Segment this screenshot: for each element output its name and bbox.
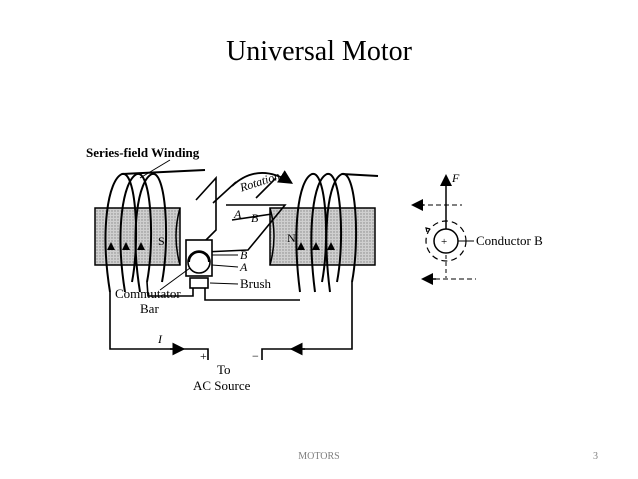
- conductor-plus-label: +: [441, 236, 447, 248]
- current-label: I: [157, 332, 163, 346]
- right-field-coils: [295, 172, 379, 293]
- brush-label: Brush: [240, 276, 272, 291]
- brush-a-label: A: [239, 260, 248, 274]
- force-label: F: [451, 171, 460, 185]
- slide-footer: MOTORS: [298, 451, 340, 462]
- rotation-arrow: [231, 170, 294, 187]
- brush-b-label: B: [240, 248, 248, 262]
- coil-a-label: A: [233, 207, 242, 221]
- coil-b-label: B: [251, 211, 259, 225]
- right-pole: [269, 207, 376, 266]
- minus-terminal-label: −: [252, 349, 259, 363]
- plus-terminal-label: +: [200, 349, 207, 363]
- pole-s-label: S: [158, 234, 165, 248]
- series-field-winding-label: Series-field Winding: [86, 145, 200, 160]
- commutator: [185, 239, 213, 289]
- ac-source-label: AC Source: [193, 378, 251, 393]
- slide-title: Universal Motor: [226, 36, 412, 67]
- external-circuit: [109, 281, 353, 360]
- commutator-label: Commutator: [115, 286, 181, 301]
- to-label: To: [217, 362, 231, 377]
- left-field-coils: [104, 169, 206, 293]
- bar-label: Bar: [140, 301, 159, 316]
- pole-n-label: N: [287, 231, 296, 245]
- conductor-force-diagram: [411, 174, 476, 285]
- page-number: 3: [593, 451, 598, 462]
- conductor-b-label: Conductor B: [476, 233, 543, 248]
